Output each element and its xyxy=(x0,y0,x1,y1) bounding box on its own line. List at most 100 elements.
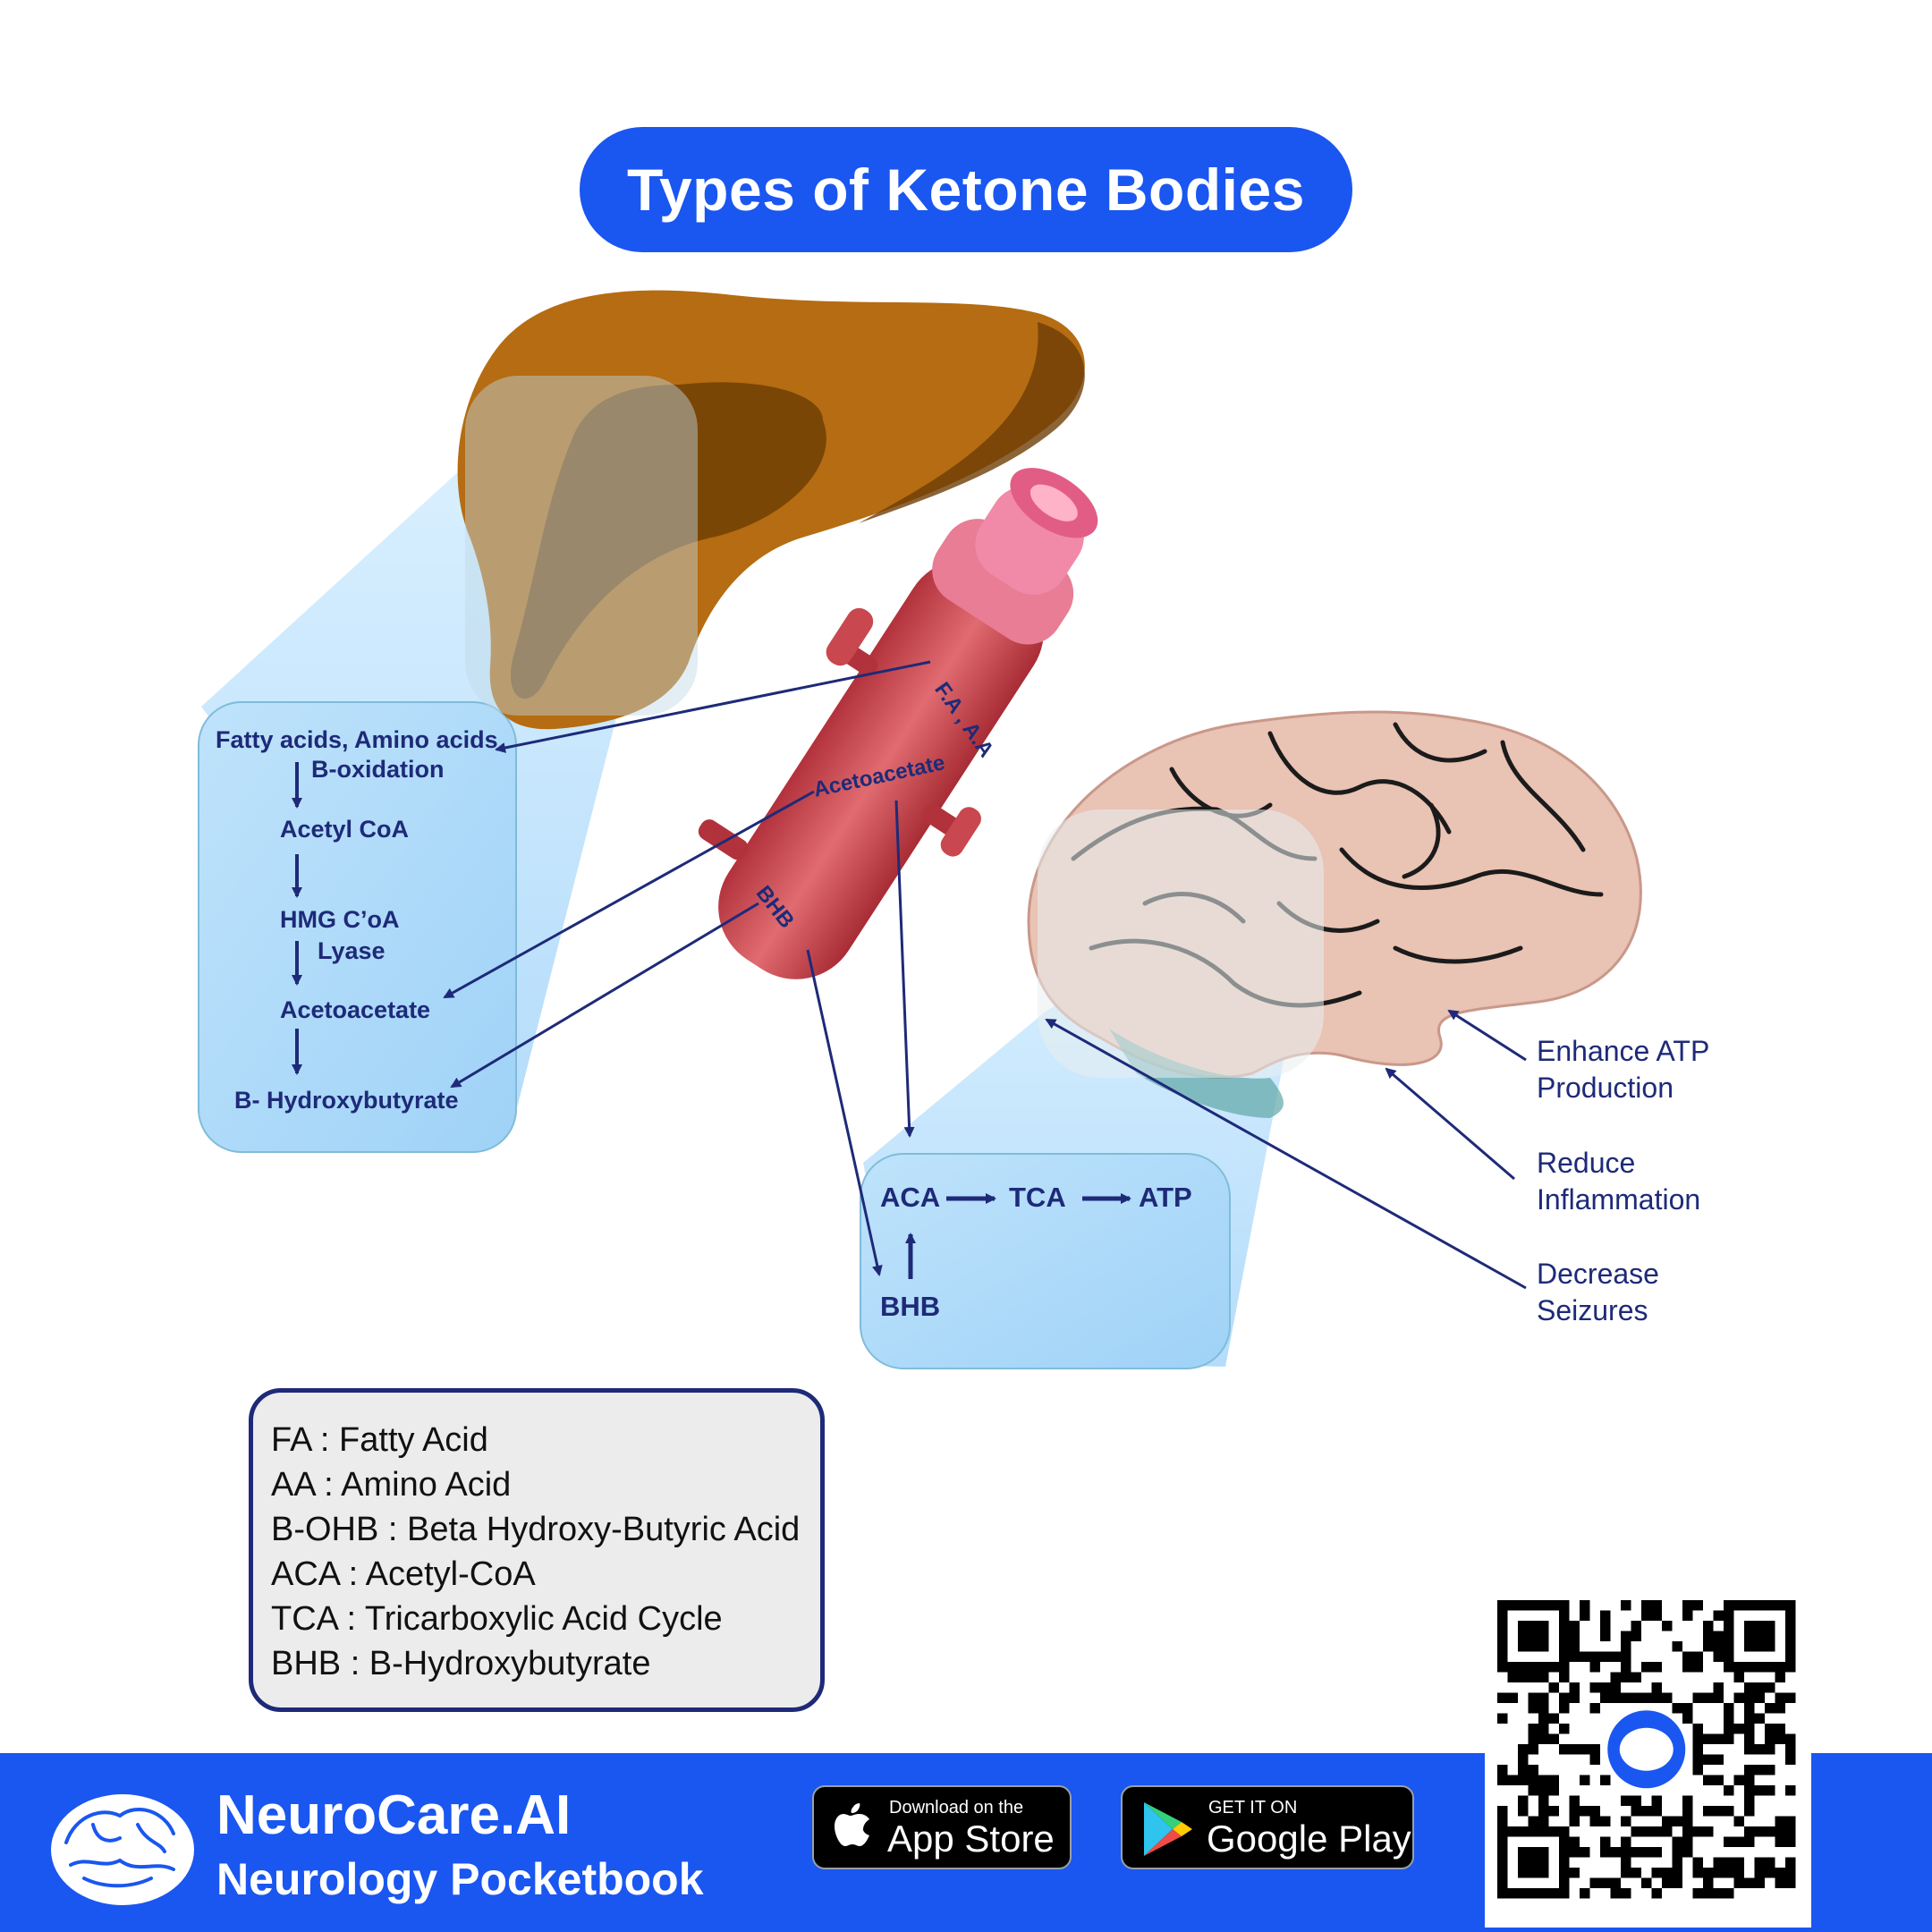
qr-module xyxy=(1548,1785,1559,1796)
qr-module xyxy=(1765,1857,1775,1868)
qr-module xyxy=(1641,1826,1652,1837)
qr-module xyxy=(1518,1672,1529,1682)
qr-module xyxy=(1497,1816,1508,1826)
qr-module xyxy=(1610,1877,1621,1888)
qr-module xyxy=(1744,1826,1755,1837)
qr-module xyxy=(1569,1641,1580,1652)
qr-module xyxy=(1497,1692,1508,1703)
qr-module xyxy=(1682,1713,1693,1724)
qr-module xyxy=(1528,1765,1538,1775)
qr-module xyxy=(1785,1857,1796,1868)
qr-module xyxy=(1651,1847,1662,1858)
app-store-button[interactable]: Download on the App Store xyxy=(812,1785,1072,1869)
pointer-decrease-seizures xyxy=(1045,1018,1527,1290)
qr-module xyxy=(1528,1672,1538,1682)
qr-module xyxy=(1754,1877,1765,1888)
qr-module xyxy=(1692,1651,1703,1662)
qr-module xyxy=(1651,1826,1662,1837)
qr-module xyxy=(1580,1600,1590,1611)
qr-module xyxy=(1528,1775,1538,1785)
qr-module xyxy=(1692,1826,1703,1837)
qr-module xyxy=(1713,1641,1724,1652)
qr-module xyxy=(1651,1888,1662,1899)
qr-module xyxy=(1559,1692,1570,1703)
qr-module xyxy=(1744,1806,1755,1817)
qr-module xyxy=(1559,1744,1570,1755)
qr-module xyxy=(1600,1631,1611,1641)
brain-step-atp: ATP xyxy=(1139,1182,1192,1213)
brain-step-tca: TCA xyxy=(1009,1182,1066,1213)
qr-module xyxy=(1569,1651,1580,1662)
qr-module xyxy=(1621,1888,1631,1899)
qr-module xyxy=(1692,1724,1703,1734)
qr-module xyxy=(1548,1682,1559,1693)
qr-module xyxy=(1672,1641,1682,1652)
qr-module xyxy=(1538,1724,1549,1734)
qr-module xyxy=(1724,1785,1734,1796)
qr-module xyxy=(1528,1785,1538,1796)
qr-module xyxy=(1775,1703,1785,1714)
qr-module xyxy=(1497,1713,1508,1724)
qr-module xyxy=(1631,1795,1641,1806)
abbreviation-legend: FA : Fatty Acid AA : Amino Acid B-OHB : … xyxy=(249,1388,825,1712)
qr-module xyxy=(1600,1610,1611,1621)
qr-module xyxy=(1610,1672,1621,1682)
qr-module xyxy=(1641,1662,1652,1673)
qr-module xyxy=(1589,1816,1600,1826)
legend-item: TCA : Tricarboxylic Acid Cycle xyxy=(271,1600,723,1638)
liver-step-hmg-coa: HMG C’oA xyxy=(280,906,400,933)
qr-module xyxy=(1641,1847,1652,1858)
qr-module xyxy=(1641,1692,1652,1703)
qr-module xyxy=(1548,1775,1559,1785)
qr-module xyxy=(1569,1621,1580,1631)
qr-module xyxy=(1528,1692,1538,1703)
qr-code[interactable] xyxy=(1485,1588,1811,1928)
qr-module xyxy=(1621,1641,1631,1652)
arrow-bhb-to-brain-bhb xyxy=(806,949,883,1276)
qr-module xyxy=(1703,1621,1714,1631)
qr-module xyxy=(1651,1806,1662,1817)
qr-module xyxy=(1538,1816,1549,1826)
qr-module xyxy=(1713,1682,1724,1693)
qr-module xyxy=(1662,1621,1673,1631)
qr-module xyxy=(1754,1785,1765,1796)
qr-module xyxy=(1589,1703,1600,1714)
qr-module xyxy=(1559,1672,1570,1682)
qr-module xyxy=(1713,1868,1724,1878)
qr-module xyxy=(1559,1724,1570,1734)
qr-module xyxy=(1518,1754,1529,1765)
qr-module xyxy=(1589,1682,1600,1693)
qr-module xyxy=(1682,1847,1693,1858)
qr-module xyxy=(1507,1775,1518,1785)
qr-module xyxy=(1713,1775,1724,1785)
effect-reduce-inflammation: Reduce Inflammation xyxy=(1537,1147,1701,1216)
liver-step-acetyl-coa: Acetyl CoA xyxy=(280,816,410,843)
google-play-button[interactable]: GET IT ON Google Play xyxy=(1121,1785,1414,1869)
qr-module xyxy=(1621,1836,1631,1847)
qr-module xyxy=(1775,1692,1785,1703)
qr-module xyxy=(1713,1806,1724,1817)
qr-module xyxy=(1703,1806,1714,1817)
qr-module xyxy=(1682,1703,1693,1714)
google-play-icon xyxy=(1144,1802,1192,1856)
liver-enzyme-b-oxidation: B-oxidation xyxy=(311,756,445,783)
arrow-bhb-to-liver xyxy=(450,902,759,1089)
qr-module xyxy=(1631,1826,1641,1837)
liver-step-fatty-acids: Fatty acids, Amino acids xyxy=(216,726,498,753)
qr-module xyxy=(1744,1836,1755,1847)
qr-module xyxy=(1733,1672,1744,1682)
qr-module xyxy=(1775,1877,1785,1888)
qr-module xyxy=(1672,1857,1682,1868)
google-play-big-text: Google Play xyxy=(1207,1818,1411,1860)
qr-module xyxy=(1775,1672,1785,1682)
qr-module xyxy=(1692,1765,1703,1775)
qr-module xyxy=(1703,1631,1714,1641)
qr-module xyxy=(1610,1847,1621,1858)
qr-module xyxy=(1754,1826,1765,1837)
qr-module xyxy=(1765,1785,1775,1796)
qr-module xyxy=(1507,1672,1518,1682)
qr-module xyxy=(1621,1795,1631,1806)
qr-module xyxy=(1610,1888,1621,1899)
qr-module xyxy=(1569,1816,1580,1826)
qr-module xyxy=(1621,1692,1631,1703)
